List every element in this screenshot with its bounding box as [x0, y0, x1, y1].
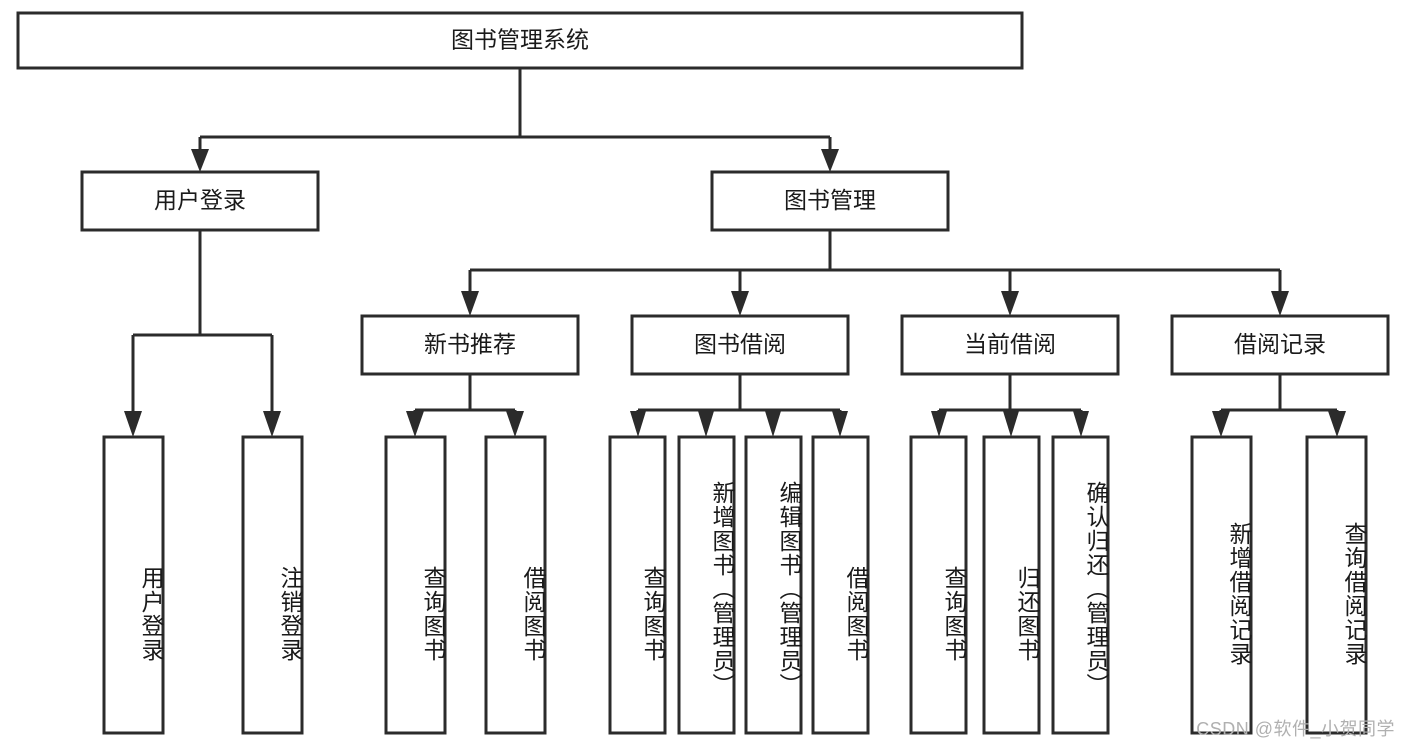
leaf-box-current-return-book[interactable]: [982, 435, 1041, 735]
node-root-box[interactable]: [16, 11, 1024, 70]
leaf-box-borrow-query-book[interactable]: [608, 435, 667, 735]
node-borrow-record-box[interactable]: [1170, 314, 1390, 376]
leaf-box-borrow-edit-book[interactable]: [744, 435, 803, 735]
arrow-head-current-confirm-return: [1073, 411, 1089, 437]
leaf-box-logout[interactable]: [241, 435, 304, 735]
arrow-head-book-borrow: [731, 291, 749, 316]
arrow-head-record-add: [1212, 411, 1230, 437]
arrow-head-record-query: [1328, 411, 1346, 437]
arrow-head-borrow-borrow-book: [832, 411, 848, 437]
arrow-head-borrow-query-book: [630, 411, 646, 437]
node-current-borrow-box[interactable]: [900, 314, 1120, 376]
arrow-head-new-book-rec: [461, 291, 479, 316]
node-new-book-rec-label: 新书推荐: [424, 331, 516, 357]
node-new-book-rec-box[interactable]: [360, 314, 580, 376]
arrow-head-current-query-book: [931, 411, 947, 437]
leaf-box-current-confirm-return[interactable]: [1051, 435, 1110, 735]
arrow-head-book-manage: [821, 149, 839, 172]
leaf-box-borrow-borrow-book[interactable]: [811, 435, 870, 735]
leaf-box-rec-query-book[interactable]: [384, 435, 447, 735]
leaf-box-rec-borrow-book[interactable]: [484, 435, 547, 735]
arrow-head-user-login: [191, 149, 209, 172]
arrow-head-borrow-record: [1271, 291, 1289, 316]
watermark-text: CSDN @软件_小贺同学: [1196, 719, 1395, 739]
node-book-manage-box[interactable]: [710, 170, 950, 232]
leaf-box-record-query[interactable]: [1305, 435, 1368, 735]
arrow-head-current-borrow: [1001, 291, 1019, 316]
connector-layer: [124, 68, 1346, 437]
arrow-head-borrow-add-book: [698, 411, 714, 437]
arrow-head-rec-query-book: [406, 411, 424, 437]
arrow-head-leaf-user-login: [124, 411, 142, 437]
leaf-box-user-login[interactable]: [102, 435, 165, 735]
node-book-manage-label: 图书管理: [784, 187, 876, 213]
leaf-box-borrow-add-book[interactable]: [677, 435, 736, 735]
arrow-head-leaf-logout: [263, 411, 281, 437]
node-user-login-label: 用户登录: [154, 187, 246, 213]
node-layer: 图书管理系统 用户登录 图书管理 新书推荐 图书借阅 当前借阅 借阅记录: [16, 11, 1390, 735]
leaf-box-current-query-book[interactable]: [909, 435, 968, 735]
leaf-box-record-add[interactable]: [1190, 435, 1253, 735]
node-root-label: 图书管理系统: [451, 27, 589, 53]
arrow-head-rec-borrow-book: [506, 411, 524, 437]
node-book-borrow-label: 图书借阅: [694, 331, 786, 357]
arrow-head-borrow-edit-book: [765, 411, 781, 437]
node-user-login-box[interactable]: [80, 170, 320, 232]
node-current-borrow-label: 当前借阅: [964, 331, 1056, 357]
node-book-borrow-box[interactable]: [630, 314, 850, 376]
arrow-head-current-return-book: [1003, 411, 1019, 437]
node-borrow-record-label: 借阅记录: [1234, 331, 1326, 357]
